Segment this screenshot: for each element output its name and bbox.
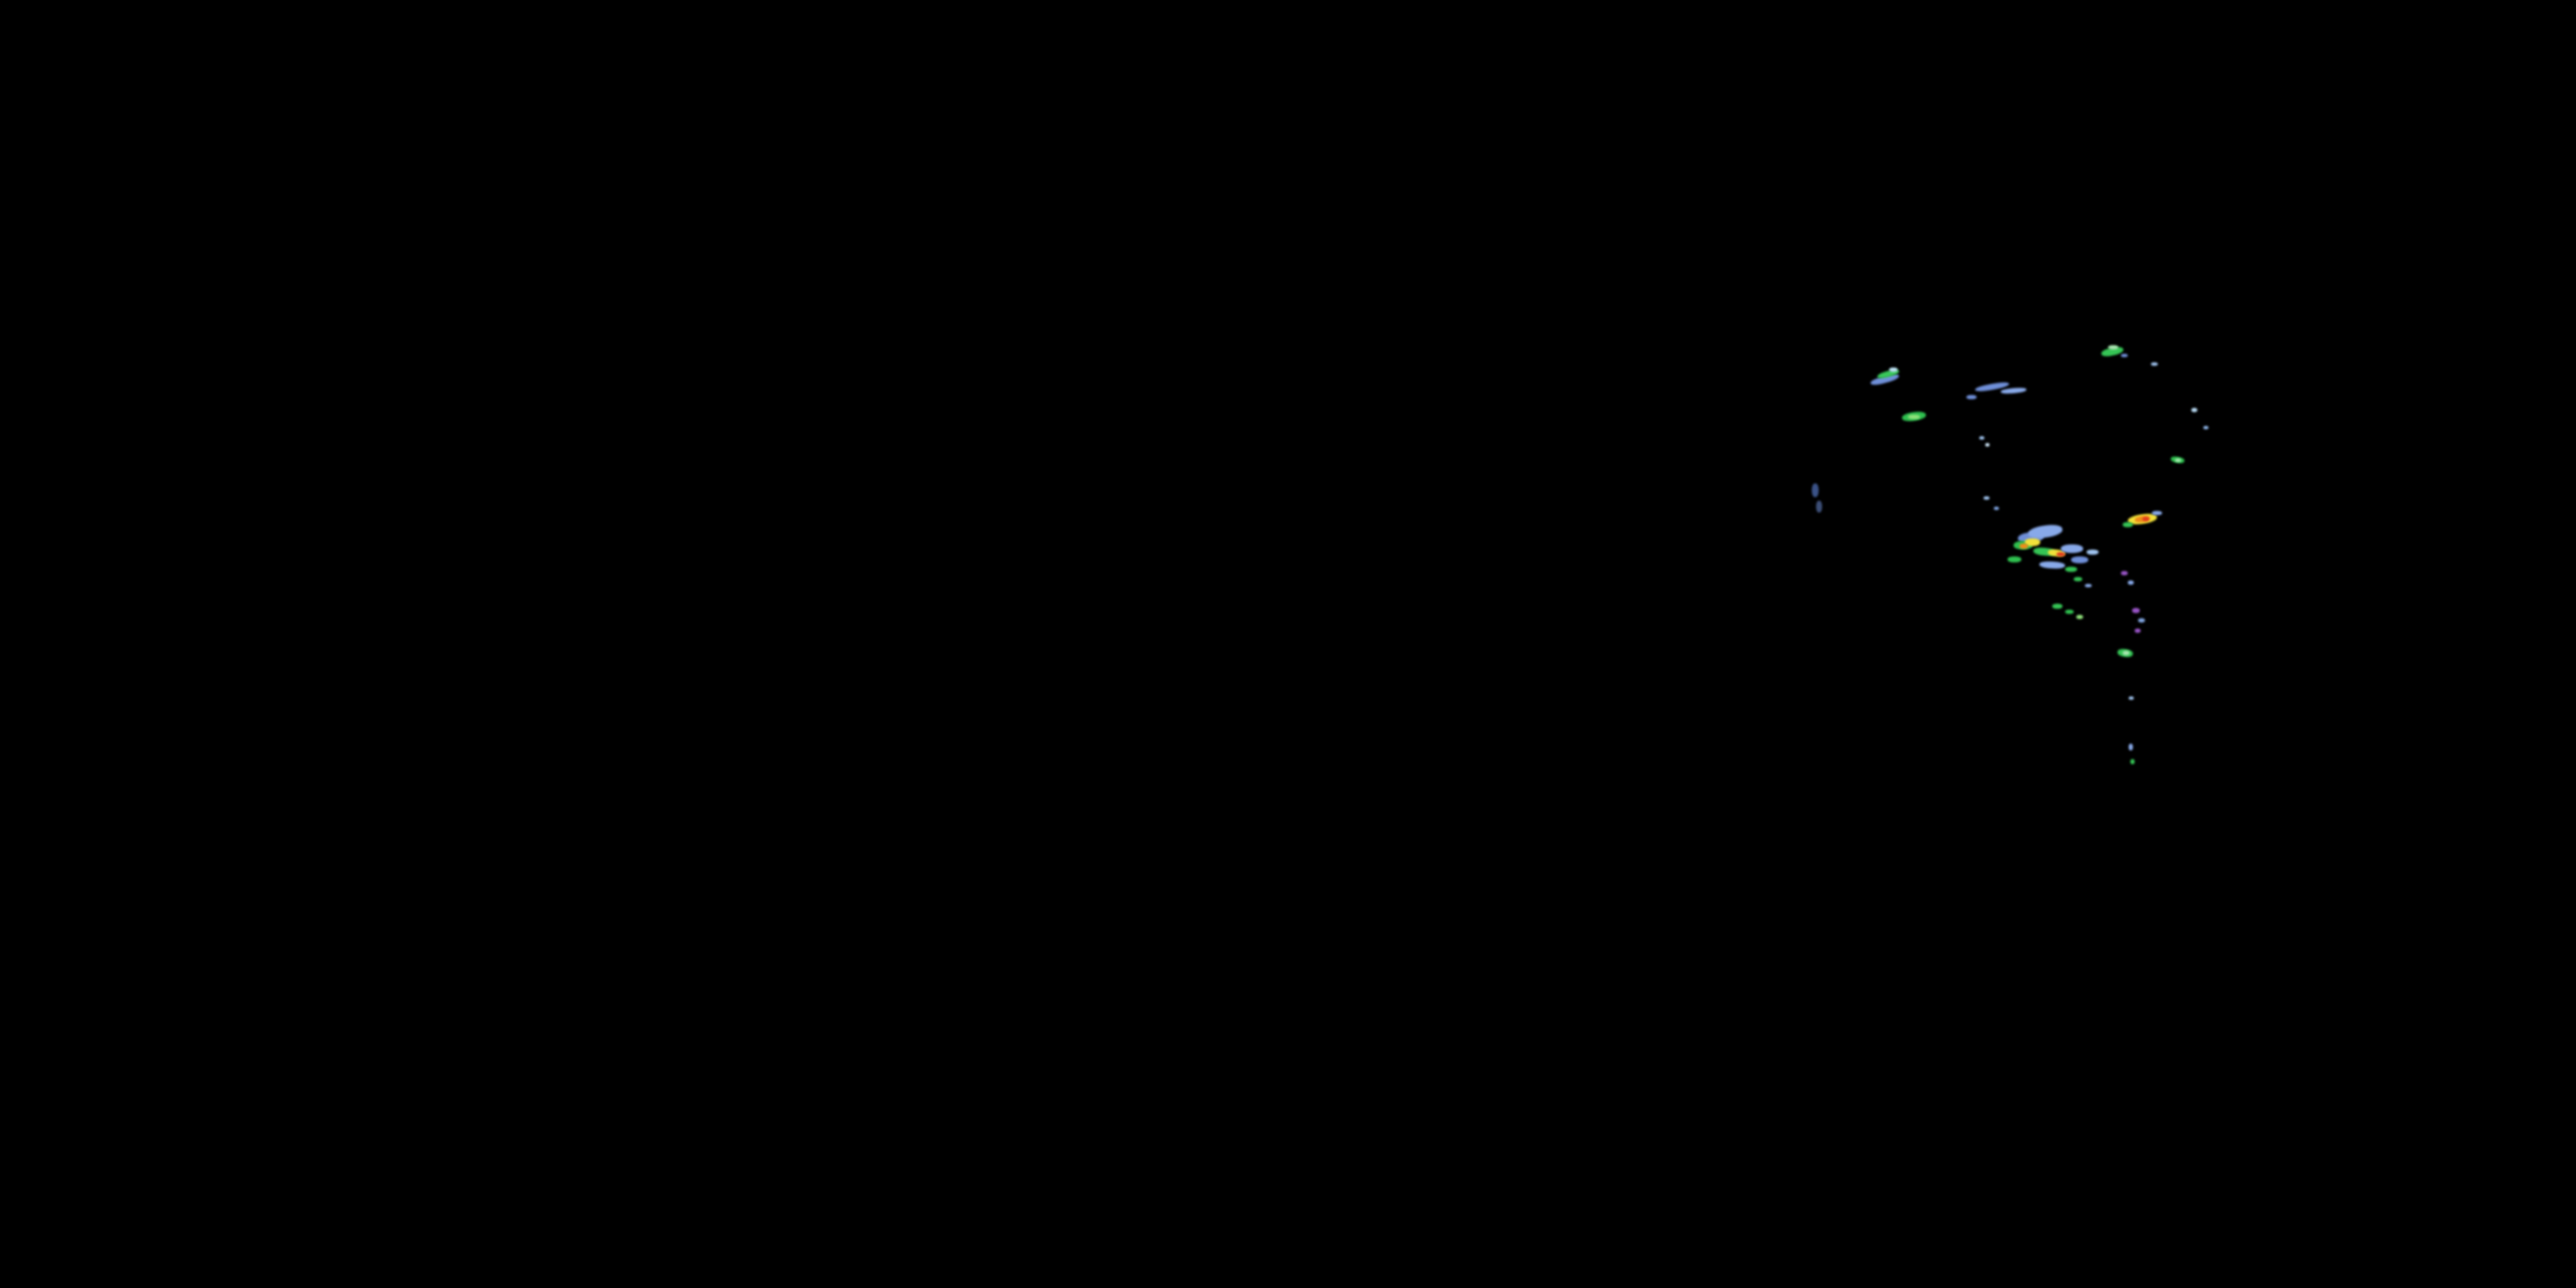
radar-echo bbox=[2121, 571, 2128, 575]
radar-echo bbox=[2130, 759, 2135, 764]
radar-echo bbox=[2065, 567, 2077, 572]
radar-echo bbox=[2151, 362, 2158, 366]
radar-echo bbox=[1994, 507, 1999, 510]
radar-echo bbox=[2074, 577, 2082, 581]
radar-echo bbox=[1979, 436, 1984, 440]
radar-echo bbox=[1966, 395, 1977, 399]
radar-echo bbox=[2065, 610, 2074, 614]
radar-echo bbox=[2020, 544, 2028, 549]
radar-echo bbox=[2000, 386, 2027, 395]
radar-echo bbox=[2191, 408, 2197, 412]
radar-echo bbox=[2129, 744, 2133, 750]
radar-echo bbox=[2123, 522, 2133, 527]
radar-echo bbox=[2076, 615, 2083, 619]
radar-echo bbox=[2027, 523, 2063, 540]
radar-echo bbox=[1985, 443, 1990, 447]
radar-echo bbox=[1816, 501, 1822, 513]
radar-echo bbox=[2071, 556, 2088, 563]
radar-echo bbox=[2087, 550, 2099, 555]
radar-echo bbox=[1812, 483, 1819, 497]
radar-echo bbox=[2138, 618, 2145, 623]
radar-echo bbox=[2132, 608, 2140, 613]
radar-echo bbox=[1984, 496, 1990, 500]
radar-echo bbox=[2121, 354, 2128, 357]
radar-echo bbox=[2008, 556, 2021, 562]
radar-echo bbox=[2052, 604, 2063, 609]
radar-echo bbox=[2123, 651, 2129, 655]
radar-echo bbox=[2061, 544, 2083, 553]
radar-echo bbox=[2057, 552, 2065, 556]
radar-echo bbox=[2152, 511, 2162, 515]
radar-echo bbox=[2142, 517, 2149, 521]
radar-echo bbox=[2129, 696, 2134, 700]
radar-echo bbox=[2085, 584, 2092, 587]
radar-echo bbox=[1908, 415, 1920, 419]
radar-echo bbox=[2128, 580, 2134, 585]
radar-echo bbox=[2175, 459, 2181, 462]
radar-echo bbox=[2203, 426, 2208, 429]
radar-echo bbox=[2108, 345, 2118, 349]
radar-echo bbox=[2135, 629, 2141, 633]
radar-echo bbox=[1889, 368, 1898, 372]
radar-echo bbox=[2025, 538, 2040, 546]
radar-echo bbox=[2038, 561, 2066, 569]
